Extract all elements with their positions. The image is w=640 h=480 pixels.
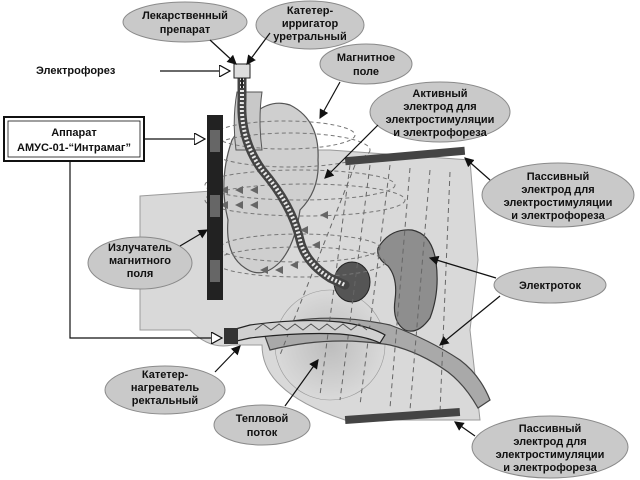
heat-flow-line-2: поток bbox=[247, 427, 278, 439]
catheter-rectal-line-1: Катетер- bbox=[142, 369, 189, 381]
rectal-catheter bbox=[224, 319, 386, 344]
active-electrode-line-4: и электрофореза bbox=[393, 127, 487, 139]
catheter-port bbox=[233, 63, 251, 79]
callout-heat-flow: Тепловой поток bbox=[213, 404, 311, 446]
catheter-rectal-leader bbox=[214, 345, 241, 373]
bowel bbox=[377, 229, 438, 332]
catheter-urethral-line-3: уретральный bbox=[273, 31, 346, 43]
passive-bottom-line-3: электростимуляции bbox=[496, 449, 605, 461]
drug-leader bbox=[209, 39, 237, 65]
heat-flow-line-1: Тепловой bbox=[236, 413, 289, 425]
device-to-rectal-line bbox=[69, 161, 222, 338]
catheter-rectal-line-2: нагреватель bbox=[131, 382, 199, 394]
urethral-catheter bbox=[233, 63, 350, 290]
passive-top-leader bbox=[464, 157, 491, 181]
field-arrows bbox=[220, 186, 328, 274]
magnetic-field-line-2: поле bbox=[353, 66, 379, 78]
callout-magnetic-field: Магнитное поле bbox=[319, 43, 413, 85]
passive-bottom-line-4: и электрофореза bbox=[503, 462, 597, 474]
emitter-line-3: поля bbox=[127, 268, 154, 280]
passive-electrode-bottom-plate bbox=[344, 407, 461, 424]
active-electrode-line-1: Активный bbox=[412, 88, 467, 100]
passive-bottom-leader bbox=[454, 421, 476, 437]
callout-catheter-urethral: Катетер- ирригатор уретральный bbox=[255, 0, 365, 50]
current-leader-1 bbox=[428, 255, 497, 279]
catheter-urethral-leader bbox=[246, 32, 271, 65]
current-leader-2 bbox=[439, 295, 501, 346]
active-electrode-line-2: электрод для bbox=[403, 101, 476, 113]
emitter-line-2: магнитного bbox=[109, 255, 171, 267]
callout-passive-electrode-top: Пассивный электрод для электростимуляции… bbox=[481, 162, 635, 228]
callout-active-electrode: Активный электрод для электростимуляции … bbox=[369, 81, 511, 143]
drug-line-1: Лекарственный bbox=[142, 10, 228, 22]
passive-bottom-line-2: электрод для bbox=[513, 436, 586, 448]
active-electrode-line-3: электростимуляции bbox=[386, 114, 495, 126]
emitter-line-1: Излучатель bbox=[108, 242, 172, 254]
magnetic-field-lines bbox=[204, 120, 406, 278]
magnetic-field-line-1: Магнитное bbox=[337, 52, 395, 64]
callout-emitter: Излучатель магнитного поля bbox=[87, 236, 193, 290]
current-label: Электроток bbox=[519, 280, 582, 292]
magnetic-emitter bbox=[207, 115, 223, 300]
passive-electrode-top-plate bbox=[344, 146, 466, 166]
emitter-leader bbox=[179, 229, 209, 247]
active-electrode-leader bbox=[324, 124, 379, 179]
callout-passive-electrode-bottom: Пассивный электрод для электростимуляции… bbox=[471, 415, 629, 479]
device-box: Аппарат АМУС-01-“Интрамаг” bbox=[3, 116, 145, 162]
drug-line-2: препарат bbox=[160, 24, 211, 36]
callout-catheter-rectal: Катетер- нагреватель ректальный bbox=[104, 365, 226, 415]
catheter-urethral-line-2: ирригатор bbox=[282, 18, 339, 30]
passive-top-line-3: электростимуляции bbox=[504, 197, 613, 209]
device-line-2: АМУС-01-“Интрамаг” bbox=[17, 142, 131, 154]
electrophoresis-label: Электрофорез bbox=[36, 65, 116, 77]
electric-current-lines bbox=[279, 164, 451, 413]
catheter-urethral-line-1: Катетер- bbox=[287, 5, 334, 17]
passive-top-line-4: и электрофореза bbox=[511, 210, 605, 222]
magnetic-field-leader bbox=[319, 81, 341, 120]
passive-top-line-1: Пассивный bbox=[527, 171, 590, 183]
passive-bottom-line-1: Пассивный bbox=[519, 423, 582, 435]
passive-top-line-2: электрод для bbox=[521, 184, 594, 196]
callout-current: Электроток bbox=[493, 266, 607, 304]
callout-drug: Лекарственный препарат bbox=[122, 1, 248, 43]
catheter-rectal-line-3: ректальный bbox=[132, 395, 198, 407]
rectum bbox=[261, 317, 491, 409]
heat-flow-leader bbox=[284, 359, 319, 407]
device-line-1: Аппарат bbox=[51, 127, 97, 139]
anatomy bbox=[139, 91, 491, 421]
